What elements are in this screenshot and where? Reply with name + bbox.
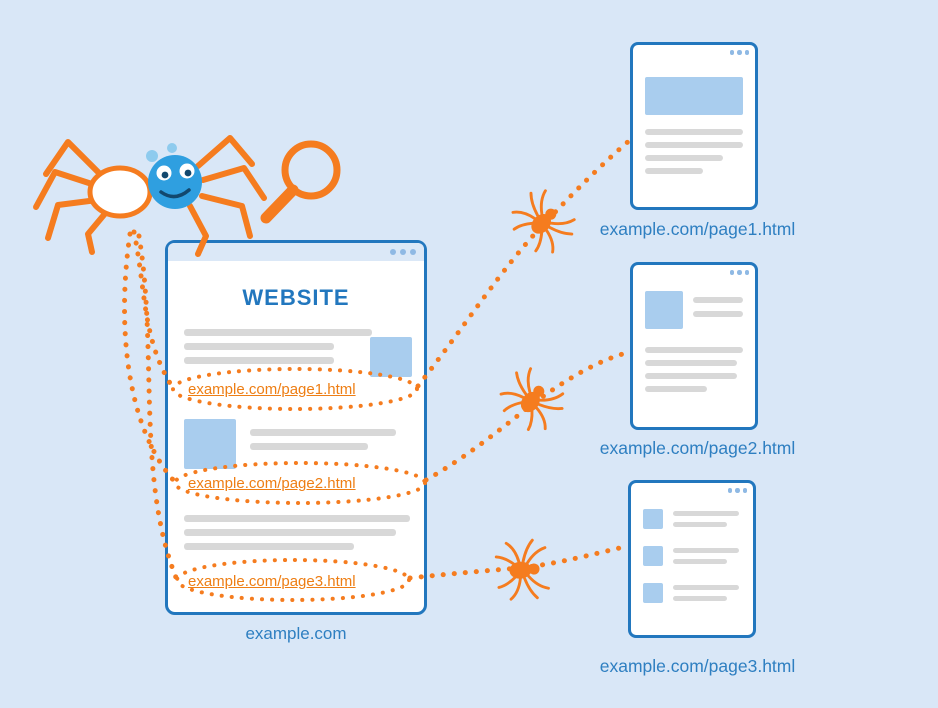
main-window-caption: example.com <box>245 624 347 643</box>
crawl-path-page2 <box>423 349 633 483</box>
placeholder-text-line <box>673 585 739 590</box>
page3-window <box>628 480 756 638</box>
placeholder-text-line <box>184 357 334 364</box>
window-titlebar <box>168 243 424 261</box>
image-placeholder <box>643 509 663 529</box>
image-placeholder <box>645 77 743 115</box>
placeholder-text-line <box>645 360 737 366</box>
window-dot-icon <box>727 488 732 493</box>
crawl-path-page3 <box>407 543 631 581</box>
image-placeholder <box>643 583 663 603</box>
placeholder-text-line <box>645 347 743 353</box>
window-dot-icon <box>735 488 740 493</box>
placeholder-text-line <box>250 443 368 450</box>
window-dot-icon <box>410 249 416 255</box>
mini-spider-icon <box>492 362 571 440</box>
placeholder-text-line <box>673 522 727 527</box>
placeholder-text-line <box>645 373 737 379</box>
page2-window <box>630 262 758 430</box>
placeholder-text-line <box>184 529 396 536</box>
crawl-path-page1 <box>415 137 633 389</box>
link-page2[interactable]: example.com/page2.html <box>188 475 356 492</box>
page1-label: example.com/page1.html <box>599 219 796 239</box>
window-dot-icon <box>742 488 747 493</box>
placeholder-text-line <box>184 515 410 522</box>
page2-label: example.com/page2.html <box>599 438 796 458</box>
mini-spider-icon <box>493 537 551 603</box>
placeholder-text-line <box>645 142 743 148</box>
placeholder-text-line <box>673 596 727 601</box>
placeholder-text-line <box>250 429 396 436</box>
window-dot-icon <box>729 50 734 55</box>
placeholder-text-line <box>673 548 739 553</box>
magnifier-icon <box>260 140 341 224</box>
placeholder-text-line <box>184 543 354 550</box>
window-dot-icon <box>744 50 749 55</box>
placeholder-text-line <box>645 129 743 135</box>
placeholder-text-line <box>693 311 743 317</box>
window-dot-icon <box>729 270 734 275</box>
link-page1[interactable]: example.com/page1.html <box>188 381 356 398</box>
window-dot-icon <box>737 50 742 55</box>
website-title: WEBSITE <box>242 285 350 310</box>
image-placeholder <box>184 419 236 469</box>
window-dot-icon <box>737 270 742 275</box>
placeholder-text-line <box>184 343 334 350</box>
placeholder-text-line <box>673 511 739 516</box>
main-website-window: WEBSITE example.com/page1.html example.c… <box>165 240 427 615</box>
window-titlebar <box>633 265 755 280</box>
window-titlebar <box>633 45 755 60</box>
placeholder-text-line <box>645 386 707 392</box>
image-placeholder <box>370 337 412 377</box>
link-page3[interactable]: example.com/page3.html <box>188 573 356 590</box>
page1-window <box>630 42 758 210</box>
placeholder-text-line <box>673 559 727 564</box>
image-placeholder <box>643 546 663 566</box>
window-dot-icon <box>400 249 406 255</box>
window-dot-icon <box>390 249 396 255</box>
image-placeholder <box>645 291 683 329</box>
placeholder-text-line <box>645 168 703 174</box>
window-dot-icon <box>744 270 749 275</box>
placeholder-text-line <box>693 297 743 303</box>
page3-label: example.com/page3.html <box>599 656 796 676</box>
window-titlebar <box>631 483 753 498</box>
placeholder-text-line <box>184 329 372 336</box>
placeholder-text-line <box>645 155 723 161</box>
crawler-spider-icon <box>33 135 267 257</box>
